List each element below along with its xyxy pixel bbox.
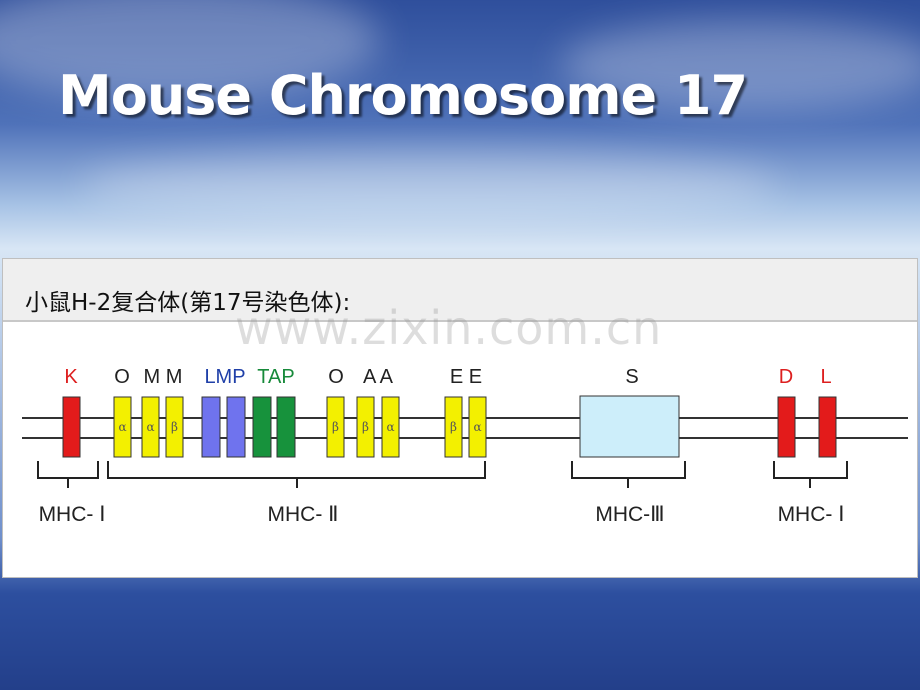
subunit-label: α [473,420,481,434]
gene-box-e-beta [444,396,463,458]
gene-box-s [579,395,680,458]
subunit-label: α [118,420,126,434]
gene-box-l [818,396,837,458]
gene-box-o-alpha [113,396,132,458]
region-label-mhc-iii: MHC-Ⅲ [595,503,664,526]
gene-box-lmp-2 [226,396,246,458]
subunit-label: β [362,420,369,434]
figure-caption: 小鼠H-2复合体(第17号染色体): [25,290,351,316]
region-label-mhc-i-right: MHC- Ⅰ [778,503,845,526]
gene-box-o-beta [326,396,345,458]
gene-box-lmp-1 [201,396,221,458]
gene-label-aa: A A [363,366,394,388]
slide-title: Mouse Chromosome 17 [58,64,748,127]
gene-label-l: L [820,366,831,388]
watermark: www.zixin.com.cn [235,301,663,355]
gene-label-tap: TAP [257,366,294,388]
gene-box-m-alpha [141,396,160,458]
gene-box-a-beta [356,396,375,458]
gene-label-o: O [114,366,130,388]
gene-label-ee: E E [450,366,482,388]
gene-label-o2: O [328,366,344,388]
subunit-label: α [386,420,394,434]
gene-box-k [62,396,81,458]
gene-box-e-alpha [468,396,487,458]
subunit-label: α [146,420,154,434]
cloud-decoration [80,150,780,220]
gene-box-tap-2 [276,396,296,458]
region-label-mhc-i-left: MHC- Ⅰ [39,503,106,526]
bracket-mhc-i-left [37,461,99,488]
gene-label-d: D [779,366,793,388]
bracket-mhc-iii [571,461,686,488]
gene-label-mm: M M [144,366,183,388]
region-label-mhc-ii: MHC- Ⅱ [268,503,339,526]
gene-label-k: K [64,366,78,388]
subunit-label: β [171,420,178,434]
bracket-mhc-ii [107,461,486,488]
gene-label-s: S [625,366,638,388]
gene-box-tap-1 [252,396,272,458]
bracket-mhc-i-right [773,461,848,488]
gene-box-d [777,396,796,458]
gene-box-a-alpha [381,396,400,458]
gene-box-m-beta [165,396,184,458]
subunit-label: β [450,420,457,434]
gene-label-lmp: LMP [204,366,245,388]
figure-header: 小鼠H-2复合体(第17号染色体): [3,259,917,322]
cloud-decoration [560,20,920,110]
subunit-label: β [332,420,339,434]
